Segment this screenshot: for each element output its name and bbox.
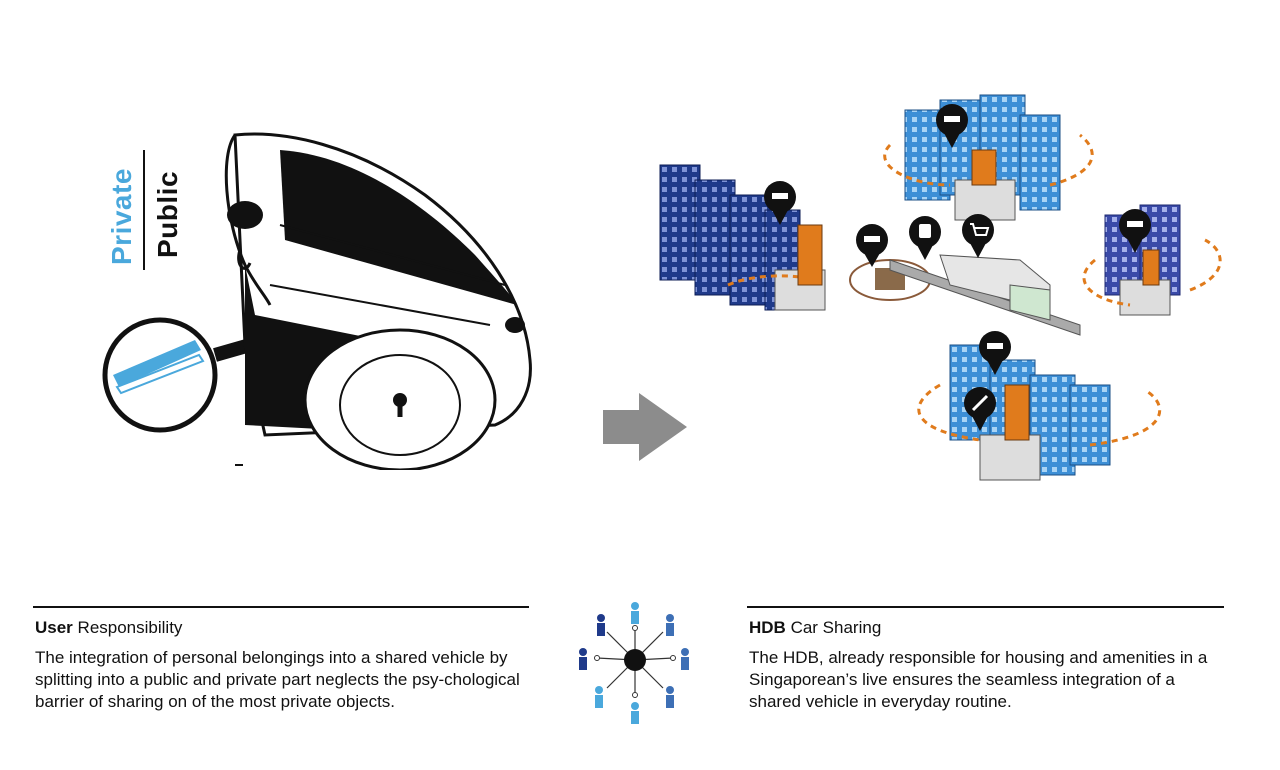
person-icon: [666, 614, 674, 636]
right-caption-title-bold: HDB: [749, 618, 786, 637]
left-caption-body: The integration of personal belongings i…: [35, 648, 520, 711]
cart-pin-icon: [962, 214, 994, 258]
car-pin-icon: [936, 104, 968, 148]
left-caption-title-bold: User: [35, 618, 73, 637]
hdb-network-illustration: [659, 94, 1222, 481]
left-caption-title-rest: Responsibility: [72, 618, 183, 637]
person-icon: [631, 702, 639, 724]
right-caption-rule: [747, 606, 1224, 608]
left-caption-rule: [33, 606, 529, 608]
car-stack-towers: [797, 149, 1160, 441]
center-station: [849, 254, 1081, 336]
right-caption-title-rest: Car Sharing: [785, 618, 882, 637]
person-icon: [597, 614, 605, 636]
map-pins: [764, 104, 1151, 431]
train-pin-icon: [909, 216, 941, 260]
car-pin-icon: [1119, 209, 1151, 253]
left-building-cluster: [659, 164, 826, 311]
person-icon: [666, 686, 674, 708]
person-icon: [681, 648, 689, 670]
right-caption-title: HDB Car Sharing: [749, 618, 881, 638]
people-network-illustration: [579, 602, 689, 724]
car-pin-icon: [979, 331, 1011, 375]
person-icon: [595, 686, 603, 708]
wrench-pin-icon: [964, 387, 996, 431]
car-pin-icon: [856, 224, 888, 267]
transition-arrow-icon: [603, 393, 687, 461]
car-pin-icon: [764, 181, 796, 225]
left-caption-title: User Responsibility: [35, 618, 182, 638]
person-icon: [631, 602, 639, 624]
bottom-building-cluster: [917, 344, 1162, 481]
person-icon: [579, 648, 587, 670]
top-building-cluster: [883, 94, 1094, 221]
label-divider: [143, 150, 145, 270]
rear-wheel: [303, 328, 497, 470]
right-caption-body: The HDB, already responsible for housing…: [749, 648, 1208, 711]
vehicle-illustration: [102, 132, 532, 470]
